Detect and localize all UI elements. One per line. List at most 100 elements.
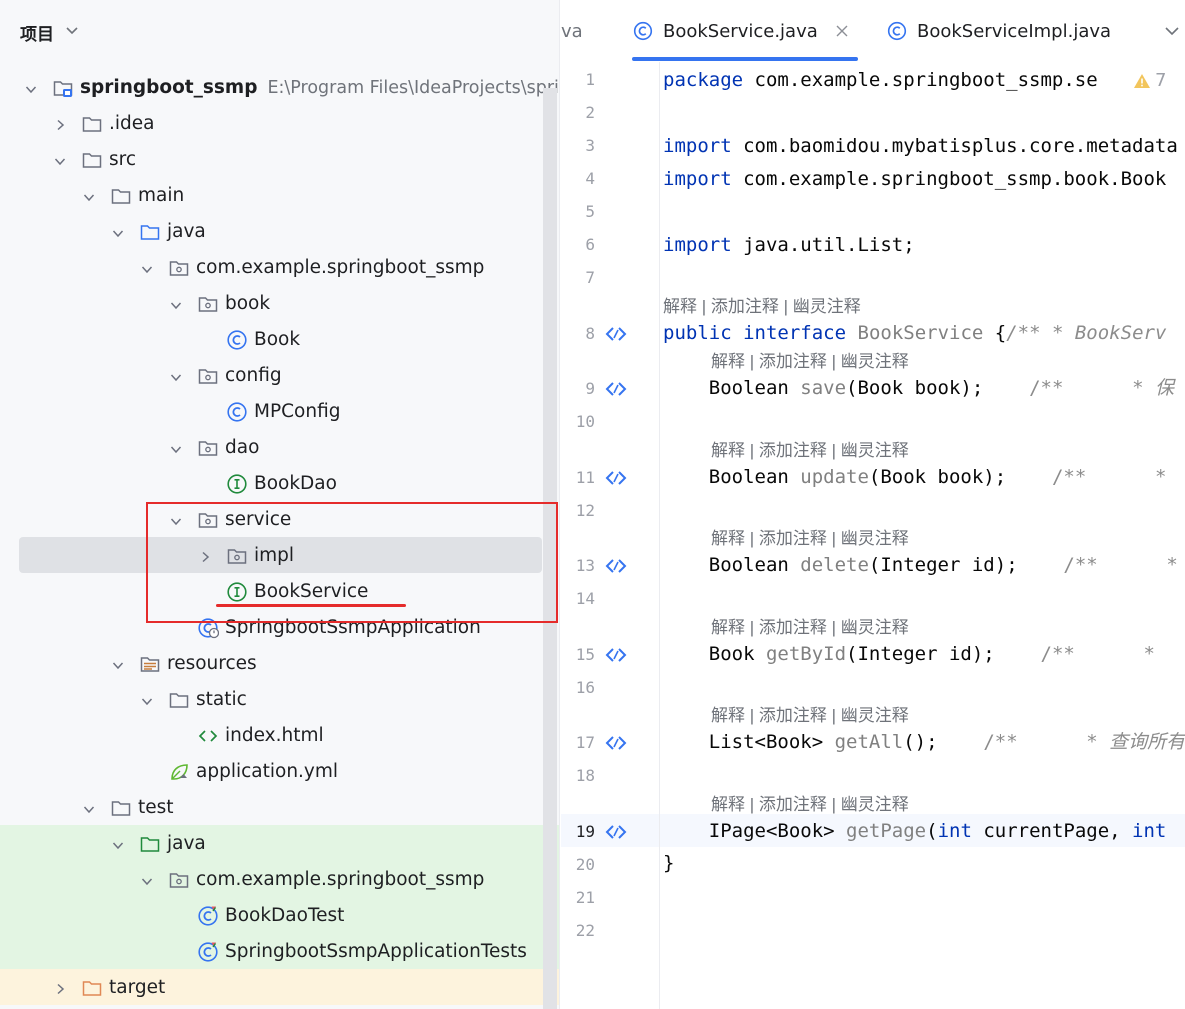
tab-previous-file[interactable]: va	[561, 0, 583, 62]
tab-bookserviceimpl-java[interactable]: BookServiceImpl.java	[887, 0, 1111, 62]
keyword: import	[663, 168, 732, 190]
chevron-right-icon[interactable]	[53, 981, 67, 995]
code-text: {	[983, 322, 1007, 344]
line-number: 14	[575, 589, 595, 608]
chevron-down-icon[interactable]	[169, 441, 183, 455]
tree-item-idea[interactable]: .idea	[0, 106, 559, 142]
tree-item-book-package[interactable]: book	[0, 286, 559, 322]
code-text: (Integer id);	[868, 554, 1018, 576]
tree-item-text: config	[225, 365, 282, 386]
line-number: 9	[585, 379, 595, 398]
inlay-hint[interactable]: 解释 | 添加注释 | 幽灵注释	[711, 529, 909, 548]
test-source-folder-icon	[139, 833, 161, 855]
package-icon	[197, 365, 219, 387]
project-panel-title[interactable]: 项目	[20, 25, 54, 45]
code-text: }	[663, 852, 675, 874]
tree-item-resources[interactable]: resources	[0, 646, 559, 682]
tree-item-bookdao[interactable]: BookDao	[0, 466, 559, 502]
class-icon	[633, 21, 653, 41]
tree-item-label: com.example.springboot_ssmp	[196, 256, 484, 280]
tree-item-text: SpringbootSsmpApplicationTests	[225, 941, 527, 962]
tree-item-service[interactable]: service	[0, 502, 559, 538]
tree-item-text: java	[167, 833, 206, 854]
tree-item-java[interactable]: java	[0, 214, 559, 250]
tree-item-test[interactable]: test	[0, 790, 559, 826]
inlay-hint[interactable]: 解释 | 添加注释 | 幽灵注释	[663, 297, 861, 316]
tree-item-package[interactable]: com.example.springboot_ssmp	[0, 250, 559, 286]
code-line-11: Boolean update(Book book); /** *	[663, 465, 1167, 489]
tree-item-text: application.yml	[196, 761, 339, 782]
tree-item-bookservice[interactable]: BookService	[0, 574, 559, 610]
tab-bookservice-java[interactable]: BookService.java	[633, 0, 861, 62]
inlay-hint[interactable]: 解释 | 添加注释 | 幽灵注释	[711, 618, 909, 637]
tree-item-mpconfig[interactable]: MPConfig	[0, 394, 559, 430]
tree-item-impl[interactable]: impl	[0, 538, 559, 574]
chevron-down-icon[interactable]	[169, 297, 183, 311]
inlay-hint[interactable]: 解释 | 添加注释 | 幽灵注释	[711, 795, 909, 814]
tree-item-dao[interactable]: dao	[0, 430, 559, 466]
tree-item-test-java[interactable]: java	[0, 826, 559, 862]
tree-item-bookdaotest[interactable]: BookDaoTest	[0, 898, 559, 934]
tree-scrollbar[interactable]	[543, 88, 557, 1009]
keyword: int	[937, 820, 972, 842]
chevron-down-icon[interactable]	[140, 693, 154, 707]
module-folder-icon	[52, 77, 74, 99]
implementation-gutter-icon[interactable]	[605, 557, 627, 575]
chevron-down-icon[interactable]	[169, 513, 183, 527]
chevron-down-icon[interactable]	[111, 837, 125, 851]
tree-item-text: springboot_ssmp	[80, 77, 258, 98]
implementation-gutter-icon[interactable]	[605, 469, 627, 487]
implementation-gutter-icon[interactable]	[605, 325, 627, 343]
tree-item-book-class[interactable]: Book	[0, 322, 559, 358]
inlay-hint[interactable]: 解释 | 添加注释 | 幽灵注释	[711, 352, 909, 371]
tree-item-config[interactable]: config	[0, 358, 559, 394]
tree-item-test-package[interactable]: com.example.springboot_ssmp	[0, 862, 559, 898]
chevron-down-icon[interactable]	[111, 225, 125, 239]
tree-item-app-tests[interactable]: SpringbootSsmpApplicationTests	[0, 934, 559, 970]
tree-item-application-yml[interactable]: application.yml	[0, 754, 559, 790]
chevron-down-icon[interactable]	[1164, 23, 1180, 39]
tree-item-static[interactable]: static	[0, 682, 559, 718]
tree-item-index-html[interactable]: index.html	[0, 718, 559, 754]
code-text: (Book book);	[868, 466, 1007, 488]
inlay-hint[interactable]: 解释 | 添加注释 | 幽灵注释	[711, 706, 909, 725]
chevron-down-icon[interactable]	[24, 81, 38, 95]
doc-comment: *	[1143, 643, 1167, 665]
implementation-gutter-icon[interactable]	[605, 823, 627, 841]
implementation-gutter-icon[interactable]	[605, 380, 627, 398]
code-editor: va BookService.java BookServiceImpl.java…	[561, 0, 1185, 1009]
tree-item-text: dao	[225, 437, 260, 458]
inlay-hint[interactable]: 解释 | 添加注释 | 幽灵注释	[711, 441, 909, 460]
tree-item-src[interactable]: src	[0, 142, 559, 178]
chevron-down-icon[interactable]	[140, 873, 154, 887]
chevron-right-icon[interactable]	[53, 117, 67, 131]
package-icon	[197, 509, 219, 531]
chevron-down-icon[interactable]	[82, 801, 96, 815]
tree-item-label: Book	[254, 328, 300, 352]
inspection-warnings[interactable]: 7	[1133, 70, 1166, 91]
chevron-down-icon[interactable]	[82, 189, 96, 203]
line-number: 2	[585, 103, 595, 122]
code-text: Boolean	[663, 466, 801, 488]
code-text: com.example.springboot_ssmp.se	[743, 69, 1098, 91]
chevron-right-icon[interactable]	[198, 549, 212, 563]
tree-item-main[interactable]: main	[0, 178, 559, 214]
tree-item-target[interactable]: target	[0, 970, 559, 1006]
close-icon[interactable]	[836, 25, 848, 37]
line-number: 5	[585, 202, 595, 221]
implementation-gutter-icon[interactable]	[605, 734, 627, 752]
keyword: import	[663, 234, 732, 256]
chevron-down-icon[interactable]	[111, 657, 125, 671]
gutter-separator	[659, 62, 660, 1009]
implementation-gutter-icon[interactable]	[605, 646, 627, 664]
tree-item-label: .idea	[109, 112, 154, 136]
chevron-down-icon[interactable]	[140, 261, 154, 275]
doc-comment: * 保	[1132, 377, 1174, 399]
chevron-down-icon[interactable]	[53, 153, 67, 167]
chevron-down-icon[interactable]	[64, 22, 80, 38]
chevron-down-icon[interactable]	[169, 369, 183, 383]
line-number: 6	[585, 235, 595, 254]
code-text: Boolean	[663, 554, 801, 576]
